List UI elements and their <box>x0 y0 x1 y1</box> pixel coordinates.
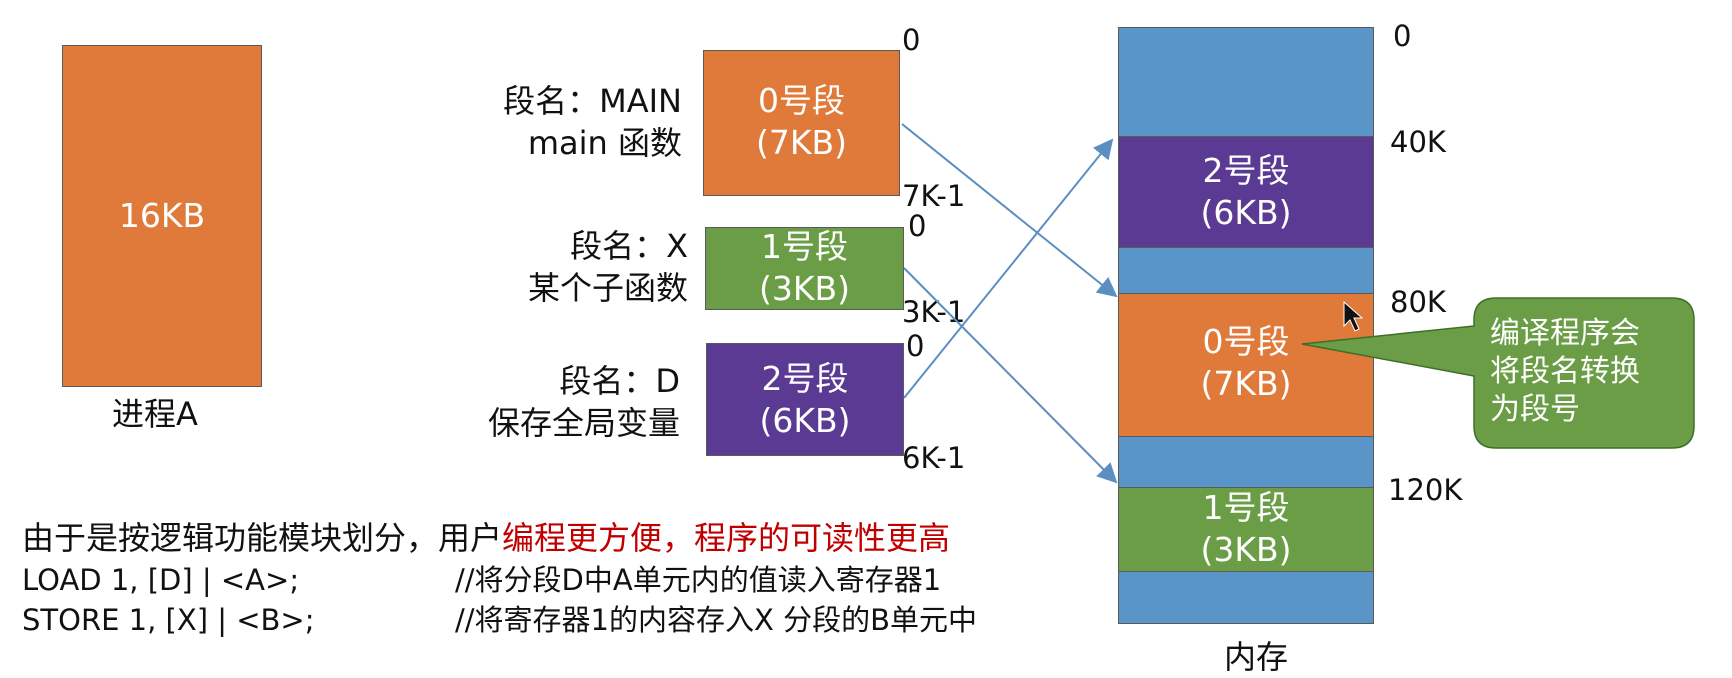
segment2-name: 段名：D 保存全局变量 <box>487 362 680 442</box>
memory-address-120k: 120K <box>1388 473 1463 507</box>
segment1-box <box>705 227 904 310</box>
segment2-box <box>706 343 904 456</box>
segment1-label: 1号段(3KB) <box>758 227 851 308</box>
comment-line1: //将分段D中A单元内的值读入寄存器1 <box>455 563 942 597</box>
segment1-end: 3K-1 <box>902 295 966 329</box>
memory-block-segment2 <box>1118 136 1374 248</box>
process-caption: 进程A <box>112 395 198 433</box>
memory-block-segment1-label: 1号段(3KB) <box>1200 488 1292 569</box>
code-line1: LOAD 1, [D] | <A>; <box>22 563 300 597</box>
memory-address-40k: 40K <box>1390 125 1446 159</box>
callout-text: 编译程序会 将段名转换 为段号 <box>1490 316 1640 427</box>
note-line1: 由于是按逻辑功能模块划分，用户编程更方便，程序的可读性更高 <box>22 519 951 557</box>
memory-block-segment2-label: 2号段(6KB) <box>1200 151 1292 232</box>
segment2-start: 0 <box>906 329 925 363</box>
comment-line2: //将寄存器1的内容存入X 分段的B单元中 <box>455 603 977 637</box>
segment1-start: 0 <box>908 209 927 243</box>
segment0-start: 0 <box>902 23 921 57</box>
memory-address-80k: 80K <box>1390 285 1446 319</box>
memory-block-segment0-label: 0号段(7KB) <box>1200 322 1292 403</box>
segment2-label: 2号段(6KB) <box>759 359 851 440</box>
code-line2: STORE 1, [X] | <B>; <box>22 603 315 637</box>
segment0-box <box>703 50 900 196</box>
memory-address-0: 0 <box>1393 19 1412 53</box>
memory-caption: 内存 <box>1224 638 1289 676</box>
memory-block-segment1 <box>1118 487 1374 572</box>
segment2-end: 6K-1 <box>902 441 966 475</box>
process-a-block <box>62 45 262 387</box>
segment0-label: 0号段(7KB) <box>755 81 848 162</box>
segment0-name: 段名：MAIN main 函数 <box>503 82 682 162</box>
segment1-name: 段名：X 某个子函数 <box>527 227 688 307</box>
process-size-label: 16KB <box>118 196 206 235</box>
